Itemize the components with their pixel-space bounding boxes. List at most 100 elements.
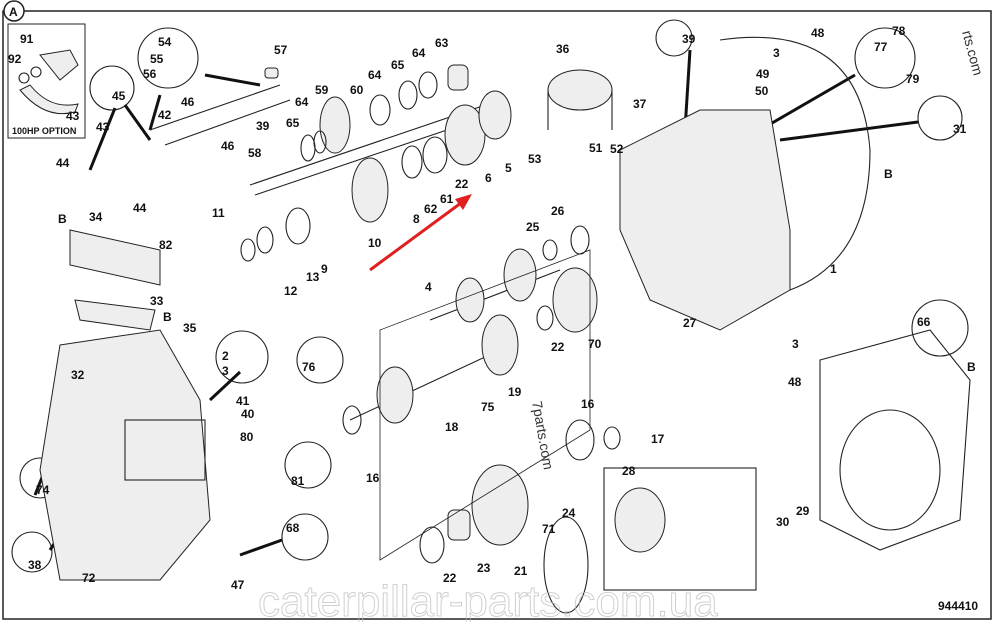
part-label-38: 38: [28, 558, 42, 572]
part-label-3: 3: [792, 337, 799, 351]
part-label-B: B: [58, 212, 67, 226]
part-label-22: 22: [551, 340, 565, 354]
part-label-45: 45: [112, 89, 126, 103]
option-inset-box: [7, 23, 86, 139]
part-label-55: 55: [150, 52, 164, 66]
part-label-31: 31: [953, 122, 967, 136]
part-label-70: 70: [588, 337, 602, 351]
part-label-92: 92: [8, 52, 22, 66]
lower-gear-cluster: [342, 225, 621, 614]
part-label-16: 16: [366, 471, 380, 485]
part-label-24: 24: [562, 506, 576, 520]
part-label-10: 10: [368, 236, 382, 250]
part-label-3: 3: [222, 364, 229, 378]
part-label-26: 26: [551, 204, 565, 218]
part-label-3: 3: [773, 46, 780, 60]
detail-callouts: [11, 19, 969, 591]
part-label-64: 64: [368, 68, 382, 82]
part-label-62: 62: [424, 202, 438, 216]
part-label-65: 65: [391, 58, 405, 72]
part-label-35: 35: [183, 321, 197, 335]
watermark-main: caterpillar-parts.com.ua: [258, 577, 718, 622]
part-label-64: 64: [412, 46, 426, 60]
part-label-61: 61: [440, 192, 454, 206]
part-label-12: 12: [284, 284, 298, 298]
part-label-48: 48: [788, 375, 802, 389]
part-label-79: 79: [906, 72, 920, 86]
part-label-1: 1: [830, 262, 837, 276]
part-label-43: 43: [96, 120, 110, 134]
part-label-66: 66: [917, 315, 931, 329]
part-label-51: 51: [589, 141, 603, 155]
upper-gear-cluster: [149, 64, 512, 262]
part-label-36: 36: [556, 42, 570, 56]
part-label-B: B: [163, 310, 172, 324]
part-label-39: 39: [256, 119, 270, 133]
part-label-22: 22: [443, 571, 457, 585]
part-label-75: 75: [481, 400, 495, 414]
part-label-21: 21: [514, 564, 528, 578]
part-label-39: 39: [682, 32, 696, 46]
part-label-42: 42: [158, 108, 172, 122]
part-label-91: 91: [20, 32, 34, 46]
part-label-72: 72: [82, 571, 96, 585]
part-label-81: 81: [291, 474, 305, 488]
part-label-40: 40: [241, 407, 255, 421]
part-label-25: 25: [526, 220, 540, 234]
part-label-53: 53: [528, 152, 542, 166]
part-label-68: 68: [286, 521, 300, 535]
part-label-22: 22: [455, 177, 469, 191]
washer-part: [18, 72, 30, 84]
part-label-B: B: [884, 167, 893, 181]
part-label-8: 8: [413, 212, 420, 226]
part-label-41: 41: [236, 394, 250, 408]
watermark-rotated: 7parts.com: [529, 400, 557, 471]
part-label-23: 23: [477, 561, 491, 575]
part-label-37: 37: [633, 97, 647, 111]
part-label-5: 5: [505, 161, 512, 175]
part-label-43: 43: [66, 109, 80, 123]
shift-fork-part: [19, 49, 79, 115]
part-label-18: 18: [445, 420, 459, 434]
part-label-74: 74: [36, 483, 50, 497]
part-label-44: 44: [133, 201, 147, 215]
part-label-80: 80: [240, 430, 254, 444]
part-label-56: 56: [143, 67, 157, 81]
bush-part: [30, 66, 42, 78]
part-label-82: 82: [159, 238, 173, 252]
part-label-47: 47: [231, 578, 245, 592]
housings: [39, 36, 971, 581]
frame-border: [2, 10, 992, 620]
part-label-30: 30: [776, 515, 790, 529]
part-label-46: 46: [181, 95, 195, 109]
part-label-71: 71: [542, 522, 556, 536]
section-marker-label: A: [9, 5, 18, 19]
part-label-28: 28: [622, 464, 636, 478]
highlight-arrow: [369, 194, 472, 272]
section-marker: [3, 0, 25, 22]
part-label-64: 64: [295, 95, 309, 109]
part-label-11: 11: [212, 206, 225, 220]
part-label-6: 6: [485, 171, 492, 185]
part-label-60: 60: [350, 83, 364, 97]
part-label-34: 34: [89, 210, 103, 224]
part-label-4: 4: [425, 280, 432, 294]
part-label-52: 52: [610, 142, 624, 156]
part-label-49: 49: [756, 67, 770, 81]
part-label-13: 13: [306, 270, 320, 284]
part-label-B: B: [967, 360, 976, 374]
part-label-76: 76: [302, 360, 316, 374]
part-label-50: 50: [755, 84, 769, 98]
drawing-number: 944410: [938, 599, 978, 613]
part-label-17: 17: [651, 432, 665, 446]
part-label-32: 32: [71, 368, 85, 382]
part-label-78: 78: [892, 24, 906, 38]
part-label-58: 58: [248, 146, 262, 160]
part-label-77: 77: [874, 40, 888, 54]
part-label-2: 2: [222, 349, 229, 363]
part-label-9: 9: [321, 262, 328, 276]
part-label-27: 27: [683, 316, 697, 330]
